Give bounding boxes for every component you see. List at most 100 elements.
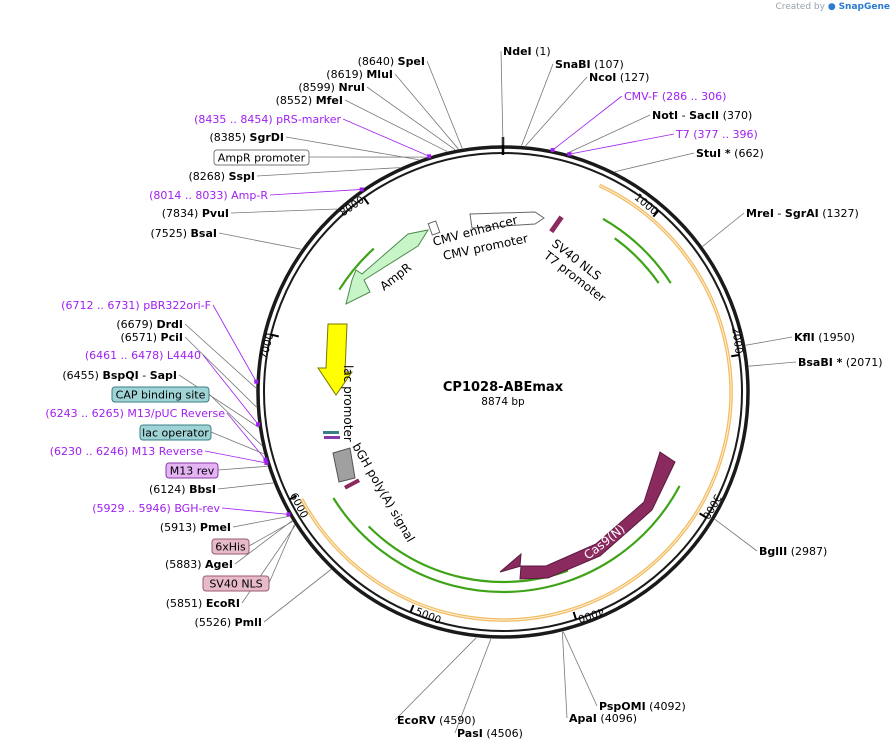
leader-stui <box>614 152 695 173</box>
leader-noti <box>566 114 651 154</box>
site-stui: StuI * (662) <box>696 147 764 160</box>
bgh-box <box>332 447 356 483</box>
leader-bsabi <box>748 361 797 367</box>
primer-tick-cmv-f <box>550 148 555 153</box>
site-leader-lines <box>178 50 797 734</box>
primer-leader-pbr322ori-f <box>212 304 257 382</box>
site-drdi: (6679) DrdI <box>116 318 183 331</box>
primer-t7: T7 (377 .. 396) <box>675 128 758 141</box>
site-sspi: (8268) SspI <box>188 170 255 183</box>
leader-sgrdi <box>285 136 419 161</box>
site-noti: NotI - SacII (370) <box>652 109 752 122</box>
ruler-tick-8000 <box>363 197 370 205</box>
primer-pbr322ori-f: (6712 .. 6731) pBR322ori-F <box>61 299 211 312</box>
ruler-tick-5000 <box>409 604 415 613</box>
leader-mlui <box>394 73 459 150</box>
ruler-label-2000: 2000 <box>729 327 745 355</box>
leader-agei <box>234 520 293 565</box>
primer-tick-pbr322ori-f <box>254 379 259 384</box>
primer-cmv-f: CMV-F (286 .. 306) <box>624 90 726 103</box>
site-bbsi: (6124) BbsI <box>149 483 216 496</box>
site-ecori: (5851) EcoRI <box>166 597 240 610</box>
leader-pcii <box>184 336 257 408</box>
snapgene-watermark: Created by ● SnapGene <box>775 2 890 12</box>
leader-nrui <box>366 86 456 151</box>
site-pmei: (5913) PmeI <box>160 521 231 534</box>
primer-leader-t7 <box>569 133 675 155</box>
site-bsabi: BsaBI * (2071) <box>798 356 883 369</box>
ruler-tick-3000 <box>699 512 707 519</box>
sixhis-box-text: 6xHis <box>215 541 246 554</box>
sv40-nls-box <box>202 575 270 592</box>
leader-mrei <box>702 212 745 247</box>
plasmid-size: 8874 bp <box>481 396 525 408</box>
green-arc-3 <box>332 485 681 594</box>
ruler-label-7000: 7000 <box>258 332 277 361</box>
cas9-arrow <box>499 451 676 580</box>
cap-marker <box>323 431 339 434</box>
site-mlui: (8619) MluI <box>326 68 393 81</box>
leader-bbsi <box>217 482 274 490</box>
green-arc-5 <box>338 247 375 291</box>
site-ndeI: NdeI (1) <box>503 45 551 58</box>
ampr-promoter-box-text: AmpR promoter <box>218 152 306 165</box>
box-leader-lac-operator-box <box>210 431 265 455</box>
primer-tick-m13puc-reverse <box>263 457 268 462</box>
primer-m13-reverse: (6230 .. 6246) M13 Reverse <box>50 445 203 458</box>
ruler-tick-6000 <box>289 494 298 501</box>
cap-binding-site-box <box>111 386 210 403</box>
site-pasi: PasI (4506) <box>457 727 523 740</box>
watermark-prefix: Created by <box>775 2 825 12</box>
leader-pasi <box>454 638 492 734</box>
box-leader-sixhis-box <box>248 521 293 547</box>
bgh-rev-marker <box>343 478 361 490</box>
primer-l4440: (6461 .. 6478) L4440 <box>85 349 201 362</box>
plasmid-name: CP1028-ABEmax <box>443 380 564 395</box>
sixhis-box <box>211 538 250 555</box>
primer-leader-m13-reverse <box>204 450 267 464</box>
leader-bspqi <box>178 374 259 428</box>
box-leader-m13-rev-box <box>217 465 268 471</box>
primer-tick-t7 <box>567 152 572 157</box>
leader-ncoi <box>525 76 588 147</box>
site-labels: NdeI (1)SnaBI (107)NcoI (127)NotI - SacI… <box>45 45 882 740</box>
leader-ecorv <box>394 637 477 721</box>
leader-drdi <box>184 323 257 389</box>
primer-leader-bgh-rev <box>221 507 289 515</box>
site-bsai: (7525) BsaI <box>150 227 217 240</box>
lac-operator-box-text: lac operator <box>142 427 209 440</box>
sv40-nls-box-text: SV40 NLS <box>209 578 262 591</box>
primer-tick-bgh-rev <box>286 512 291 517</box>
site-pmli: (5526) PmlI <box>195 616 262 629</box>
lac-marker <box>324 436 340 439</box>
lac-promoter-label: lac promoter <box>341 365 355 442</box>
site-pcii: (6571) PciI <box>120 331 183 344</box>
cmv-block <box>469 211 545 229</box>
site-pspomi: PspOMI (4092) <box>599 700 686 713</box>
primer-tick-m13-reverse <box>264 460 269 465</box>
site-apai: ApaI (4096) <box>569 712 637 725</box>
ruler-tick-4000 <box>572 611 578 620</box>
leader-ndeI <box>500 50 504 146</box>
leader-mfei <box>344 99 448 152</box>
leader-snabi <box>521 63 554 146</box>
site-mrei: MreI - SgrAI (1327) <box>746 207 859 220</box>
ori-arrow <box>317 323 353 396</box>
ruler-tick-7000 <box>270 333 280 338</box>
sv40-nls-marker <box>549 215 564 234</box>
ruler-tick-2000 <box>731 354 740 358</box>
green-arc-2 <box>614 237 660 284</box>
leader-spei <box>426 60 463 149</box>
leader-pmei <box>232 515 290 528</box>
leader-apai <box>561 631 568 719</box>
m13-rev-box-text: M13 rev <box>170 465 215 478</box>
site-sgrdi: (8385) SgrDI <box>209 131 284 144</box>
site-spei: (8640) SpeI <box>358 55 425 68</box>
primer-leader-cmv-f <box>552 95 623 151</box>
site-bglii: BglII (2987) <box>759 545 827 558</box>
primer-tick-prs-marker <box>427 154 432 159</box>
primer-leader-l4440 <box>202 354 259 425</box>
cap-binding-site-box-text: CAP binding site <box>116 389 206 402</box>
site-ecorv: EcoRV (4590) <box>397 714 476 727</box>
